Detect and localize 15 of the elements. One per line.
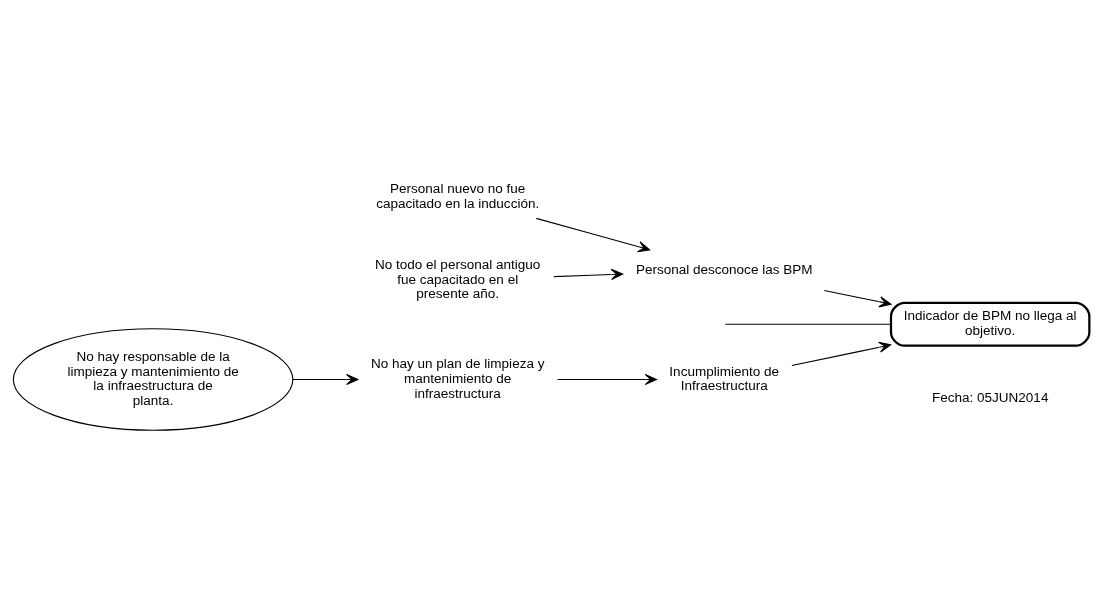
arrow (553, 268, 624, 281)
node-text: Incumplimiento de Infraestructura (669, 363, 780, 394)
arrow (557, 373, 658, 386)
node-text: No hay un plan de limpieza y mantenimiento de infraestructura (370, 356, 545, 401)
arrow (535, 217, 651, 253)
arrow (292, 373, 359, 386)
node-ellipse: No hay responsable de la limpieza y mantenimiento de la infraestructura de planta. (12, 328, 294, 431)
arrow (791, 341, 892, 367)
node-text: Personal desconoce las BPM (635, 261, 813, 277)
arrow (823, 289, 892, 308)
node-text: No todo el personal antiguo fue capacitado en el presente año. (375, 257, 541, 302)
connector (724, 323, 892, 325)
label: Fecha: 05JUN2014 (931, 390, 1049, 406)
node-text: Personal nuevo no fue capacitado en la inducción. (376, 181, 540, 211)
node-box: Indicador de BPM no llega al objetivo. (889, 301, 1091, 347)
